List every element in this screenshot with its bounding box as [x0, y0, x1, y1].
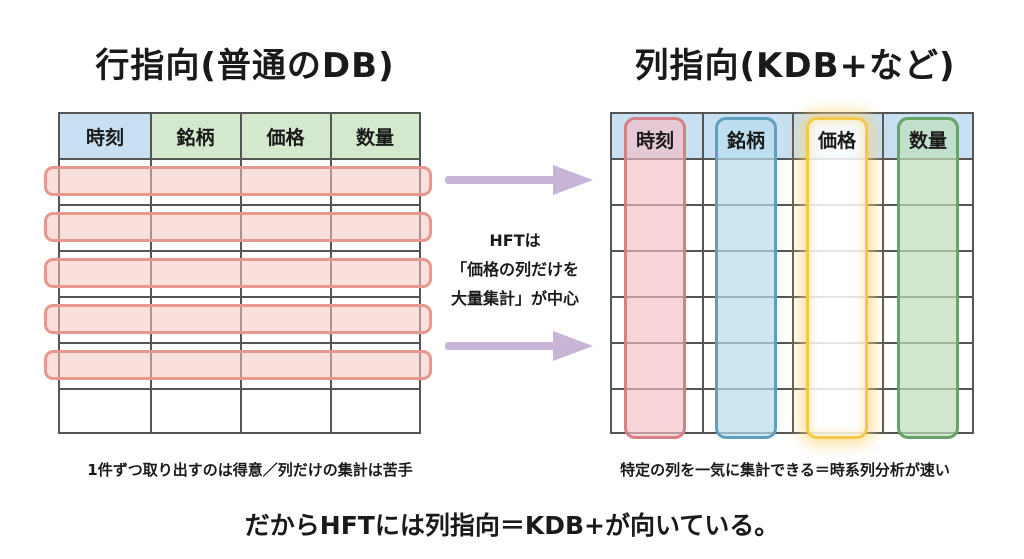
left-row-line	[60, 388, 419, 390]
left-row-line	[60, 204, 419, 206]
column-highlight-qty: 数量	[897, 117, 959, 439]
left-header-name: 銘柄	[151, 114, 241, 158]
arrow-right-icon	[445, 331, 593, 361]
right-header-qty: 数量	[908, 130, 947, 152]
hft-note-line-2: 「価格の列だけを	[450, 260, 579, 279]
hft-note-line-1: HFTは	[489, 231, 541, 250]
conclusion-text: だからHFTには列指向＝KDB+が向いている。	[244, 511, 780, 540]
row-highlight-1	[44, 166, 432, 196]
left-row-line	[60, 342, 419, 344]
left-header-price: 価格	[241, 114, 331, 158]
left-header-time: 時刻	[60, 114, 151, 158]
right-header-time: 時刻	[635, 130, 674, 152]
right-col-line	[702, 114, 704, 432]
column-highlight-time: 時刻	[624, 117, 686, 439]
left-header-qty: 数量	[331, 114, 419, 158]
left-row-line	[60, 296, 419, 298]
row-oriented-title: 行指向(普通のDB)	[95, 46, 395, 86]
row-oriented-caption: 1件ずつ取り出すのは得意／列だけの集計は苦手	[87, 461, 413, 479]
column-oriented-title: 列指向(KDB+など)	[634, 46, 956, 86]
row-highlight-3	[44, 258, 432, 288]
row-highlight-2	[44, 212, 432, 242]
hft-note: HFTは 「価格の列だけを 大量集計」が中心	[440, 226, 590, 313]
column-highlight-price: 価格	[806, 117, 868, 439]
hft-note-line-3: 大量集計」が中心	[450, 289, 579, 308]
row-highlight-5	[44, 350, 432, 380]
right-col-line	[882, 114, 884, 432]
row-highlight-4	[44, 304, 432, 334]
left-row-line	[60, 250, 419, 252]
column-highlight-name: 銘柄	[715, 117, 777, 439]
arrow-right-icon	[445, 165, 593, 195]
right-header-price: 価格	[817, 130, 856, 152]
column-oriented-caption: 特定の列を一気に集計できる＝時系列分析が速い	[620, 461, 950, 479]
left-row-line	[60, 158, 419, 160]
right-header-name: 銘柄	[726, 130, 765, 152]
right-col-line	[792, 114, 794, 432]
